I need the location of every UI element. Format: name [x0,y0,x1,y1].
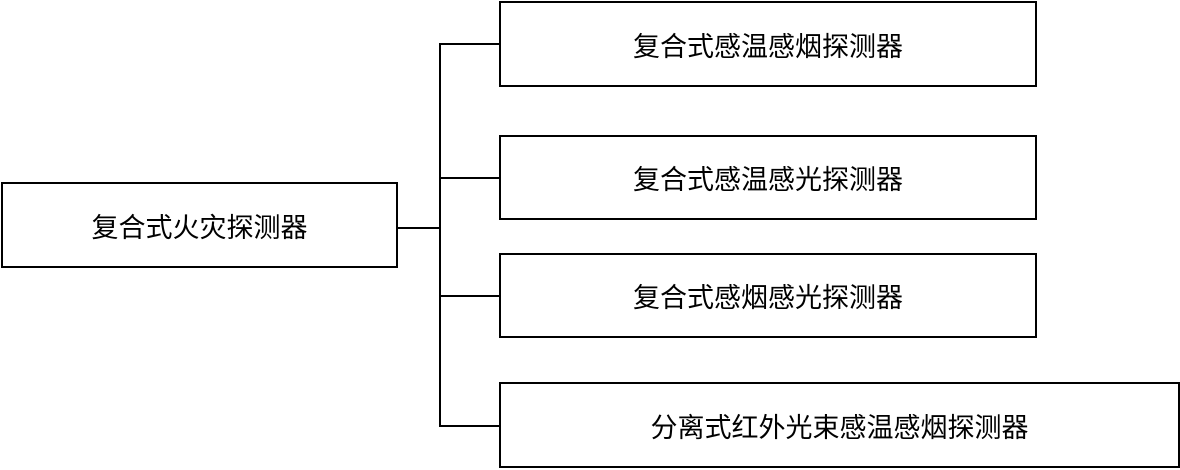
root-connector [397,227,441,229]
child-node-2: 复合式感温感光探测器 [499,135,1037,220]
child-node-label: 复合式感温感烟探测器 [633,31,903,63]
child-node-4: 分离式红外光束感温感烟探测器 [499,382,1180,468]
root-node: 复合式火灾探测器 [1,182,398,268]
branch-connector-2 [439,177,501,179]
root-node-label: 复合式火灾探测器 [91,212,308,244]
branch-connector-1 [439,43,501,45]
child-node-label: 复合式感温感光探测器 [633,165,903,196]
child-node-3: 复合式感烟感光探测器 [499,253,1037,338]
child-node-1: 复合式感温感烟探测器 [499,1,1037,87]
child-node-label: 分离式红外光束感温感烟探测器 [650,412,1029,444]
trunk-line [439,43,441,427]
child-node-label: 复合式感烟感光探测器 [633,283,903,314]
branch-connector-3 [439,295,501,297]
branch-connector-4 [439,425,501,427]
